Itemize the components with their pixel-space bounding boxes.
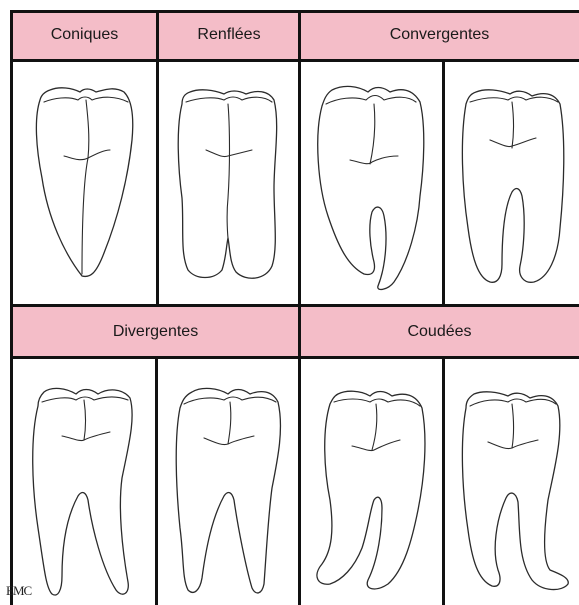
header-divergentes-label: Divergentes <box>113 323 198 341</box>
divider-coudees-pair <box>442 356 445 605</box>
emc-logo: EMC <box>6 583 31 599</box>
header-row2-bottom <box>11 356 579 359</box>
header-divergentes: Divergentes <box>11 307 300 357</box>
top-border <box>11 10 579 13</box>
row1-bottom <box>11 304 579 307</box>
tooth-conique <box>24 78 144 283</box>
divider-coniques-renflees <box>156 10 159 307</box>
tooth-divergente-1 <box>22 378 148 600</box>
header-renflees: Renflées <box>158 11 300 59</box>
tooth-convergente-1 <box>308 76 434 294</box>
header-coudees: Coudées <box>300 307 579 357</box>
header-coudees-label: Coudées <box>407 323 471 341</box>
tooth-coudee-2 <box>452 380 576 600</box>
tooth-divergente-2 <box>168 378 292 600</box>
divider-renflees-convergentes <box>298 10 301 605</box>
header-coniques-label: Coniques <box>51 26 119 44</box>
header-row1-bottom <box>11 59 579 62</box>
header-coniques: Coniques <box>11 11 158 59</box>
divider-divergentes-pair <box>155 356 158 605</box>
header-convergentes-label: Convergentes <box>390 26 490 44</box>
tooth-convergente-2 <box>454 78 572 290</box>
divider-convergentes-pair <box>442 59 445 307</box>
header-convergentes: Convergentes <box>300 11 579 59</box>
left-border <box>10 10 13 605</box>
tooth-renflee <box>170 78 288 283</box>
header-renflees-label: Renflées <box>197 26 260 44</box>
tooth-coudee-1 <box>308 380 436 600</box>
